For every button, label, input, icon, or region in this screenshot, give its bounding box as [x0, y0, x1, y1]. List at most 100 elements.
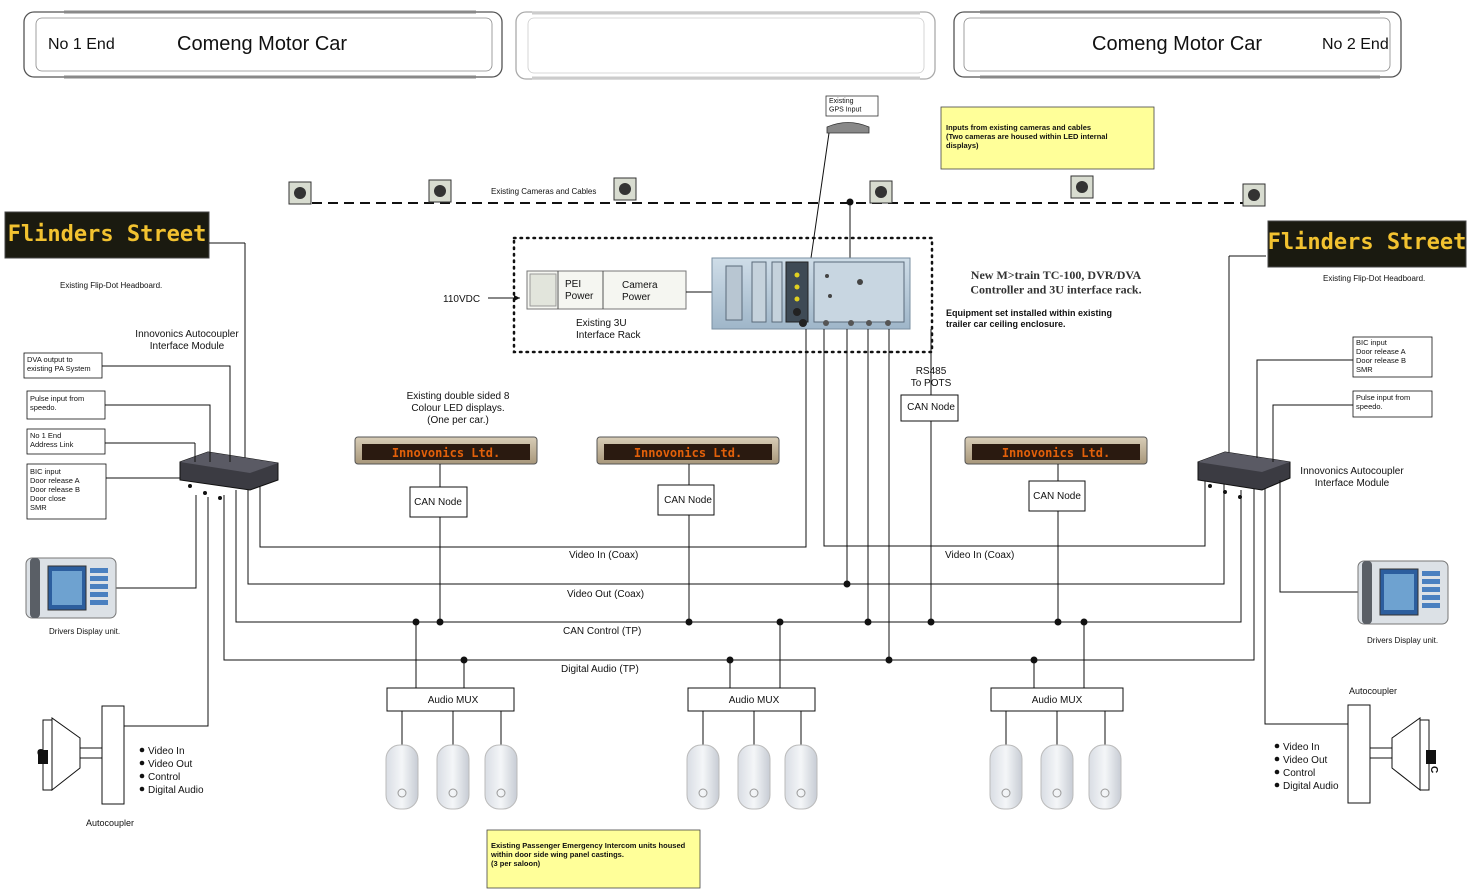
led-display-text: Innovonics Ltd.: [634, 446, 742, 460]
digital-audio-bus-label: Digital Audio (TP): [561, 664, 639, 675]
pei-note: Existing Passenger Emergency Intercom un…: [486, 829, 701, 889]
audio-mux-label: Audio MUX: [729, 695, 780, 706]
cameras-label: Existing Cameras and Cables: [491, 187, 596, 196]
headboard-left: Flinders Street Existing Flip-Dot Headbo…: [4, 211, 210, 290]
car-outline-right: Comeng Motor Car No 2 End: [953, 10, 1402, 79]
camera-icon: [869, 180, 893, 204]
intercom-icon: [1088, 744, 1122, 810]
headboard-left-caption: Existing Flip-Dot Headboard.: [60, 281, 162, 290]
voltage-label: 110VDC: [443, 294, 480, 305]
can-node: CAN Node: [409, 464, 468, 622]
autocoupler-left-items: Video In Video Out Control Digital Audio: [139, 746, 204, 796]
autocoupler-right-items: Video In Video Out Control Digital Audio: [1274, 742, 1339, 792]
intercom-icon: [784, 744, 818, 810]
led-display: Innovonics Ltd.: [596, 436, 780, 465]
led-display-text: Innovonics Ltd.: [1002, 446, 1110, 460]
svg-text:Control: Control: [1283, 768, 1315, 779]
svg-text:C: C: [37, 748, 44, 759]
intercom-icon: [1040, 744, 1074, 810]
led-display-text: Innovonics Ltd.: [392, 446, 500, 460]
camera-icon: [428, 179, 452, 203]
drivers-display-right-caption: Drivers Display unit.: [1367, 636, 1438, 645]
audio-mux-label: Audio MUX: [1032, 695, 1083, 706]
autocoupler-right: Autocoupler C Video In Video Out Control…: [1264, 488, 1439, 804]
svg-text:Video Out: Video Out: [148, 759, 193, 770]
controller-wiring: [259, 329, 1206, 660]
pei-note-text: Existing Passenger Emergency Intercom un…: [490, 841, 686, 868]
intercom-icon: [385, 744, 419, 810]
svg-text:Digital Audio: Digital Audio: [148, 785, 204, 796]
autocoupler-left-label: Autocoupler: [86, 818, 134, 828]
cameras-note-text: Inputs from existing cameras and cables(…: [946, 123, 1108, 150]
gps-antenna-icon: [826, 122, 870, 134]
autocoupler-right-label: Autocoupler: [1349, 686, 1397, 696]
svg-text:Digital Audio: Digital Audio: [1283, 781, 1339, 792]
svg-text:C: C: [1428, 766, 1439, 773]
svg-text:CAN Node: CAN Node: [664, 495, 712, 506]
headboard-right-caption: Existing Flip-Dot Headboard.: [1323, 274, 1425, 283]
headboard-left-text: Flinders Street: [8, 222, 207, 247]
bus-lines: [223, 480, 1255, 661]
headboard-right-text: Flinders Street: [1268, 230, 1467, 255]
video-in-bus-label-left: Video In (Coax): [569, 550, 638, 561]
car-outline-middle: [515, 11, 936, 80]
car-right-title: Comeng Motor Car: [1092, 33, 1262, 55]
svg-text:CAN Node: CAN Node: [1033, 491, 1081, 502]
intercom-icon: [686, 744, 720, 810]
svg-text:Video In: Video In: [1283, 742, 1320, 753]
autocoupler-left: C Autocoupler Video In Video Out Control…: [37, 497, 209, 828]
audio-mux-group: Audio MUX: [989, 622, 1124, 810]
can-node: CAN Node: [657, 464, 715, 622]
intercom-icon: [989, 744, 1023, 810]
controller-unit: [711, 257, 911, 330]
camera-icon: [1070, 175, 1094, 199]
drivers-display-left-caption: Drivers Display unit.: [49, 627, 120, 636]
camera-icon: [1242, 183, 1266, 207]
camera-chain: Existing Cameras and Cables: [288, 175, 1266, 258]
camera-icon: [288, 181, 312, 205]
svg-text:CAN Node: CAN Node: [907, 402, 955, 413]
can-node: CAN Node: [1028, 464, 1086, 622]
audio-mux-group: Audio MUX: [686, 622, 818, 810]
car-outline-left: No 1 End Comeng Motor Car: [23, 10, 503, 79]
video-in-bus-label-right: Video In (Coax): [945, 550, 1014, 561]
drivers-display-left: Drivers Display unit.: [25, 495, 197, 636]
led-display: Innovonics Ltd.: [964, 436, 1148, 465]
intercom-icon: [737, 744, 771, 810]
audio-mux-label: Audio MUX: [428, 695, 479, 706]
car-left-end-label: No 1 End: [48, 36, 115, 53]
car-right-end-label: No 2 End: [1322, 36, 1389, 53]
headboard-right: Flinders Street Existing Flip-Dot Headbo…: [1267, 220, 1467, 283]
audio-mux-group: Audio MUX: [385, 622, 518, 810]
can-control-bus-label: CAN Control (TP): [563, 626, 641, 637]
intercom-icon: [484, 744, 518, 810]
car-left-title: Comeng Motor Car: [177, 33, 347, 55]
drivers-display-right: Drivers Display unit.: [1279, 480, 1449, 645]
